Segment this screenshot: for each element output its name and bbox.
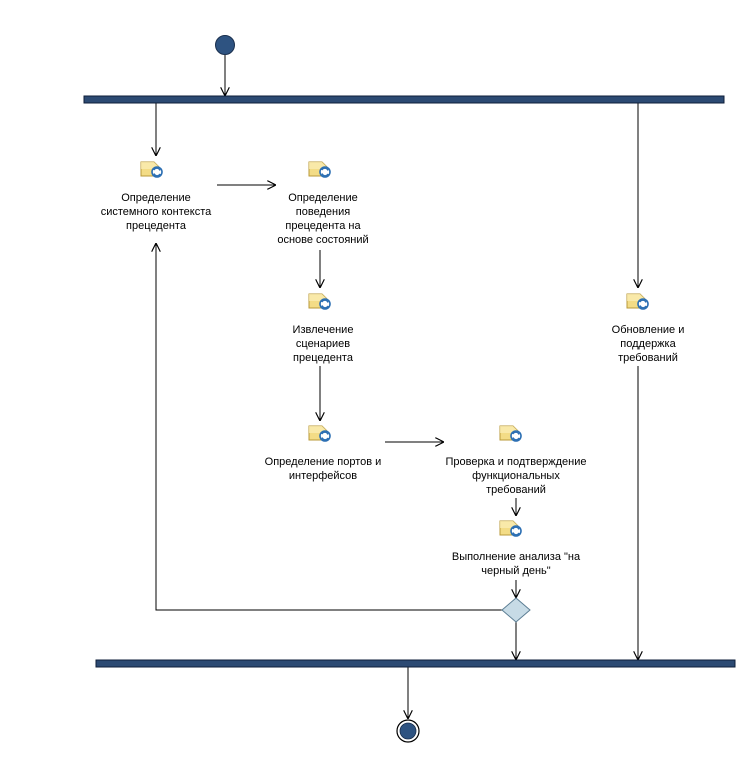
activity-label-update-requirements[interactable]: Обновление и поддержка требований <box>611 324 685 364</box>
arrow-decision-loop-to-system-context <box>156 243 502 611</box>
activity-label-rainy-day[interactable]: Выполнение анализа "на черный день" <box>451 551 581 577</box>
activity-task-icon[interactable] <box>308 161 331 178</box>
activity-task-icon[interactable] <box>499 425 522 442</box>
activity-label-ports-interfaces[interactable]: Определение портов и интерфейсов <box>264 456 382 482</box>
activity-task-icon[interactable] <box>308 293 331 310</box>
connectors <box>156 55 638 719</box>
activity-label-extract-scenarios[interactable]: Извлечение сценариев прецедента <box>292 324 354 364</box>
activity-label-behavior-states[interactable]: Определение поведения прецедента на осно… <box>277 192 369 246</box>
decision-node[interactable] <box>501 597 531 623</box>
final-node[interactable] <box>396 719 420 743</box>
activity-task-icon[interactable] <box>499 520 522 537</box>
activity-label-verify-requirements[interactable]: Проверка и подтверждение функциональных … <box>445 456 587 496</box>
activity-label-system-context[interactable]: Определение системного контекста прецеде… <box>100 192 212 232</box>
activity-task-icon[interactable] <box>308 425 331 442</box>
initial-node[interactable] <box>215 35 235 55</box>
activity-task-icon[interactable] <box>626 293 649 310</box>
activity-task-icon[interactable] <box>140 161 163 178</box>
join-bar[interactable] <box>95 659 736 668</box>
fork-bar[interactable] <box>83 95 725 104</box>
